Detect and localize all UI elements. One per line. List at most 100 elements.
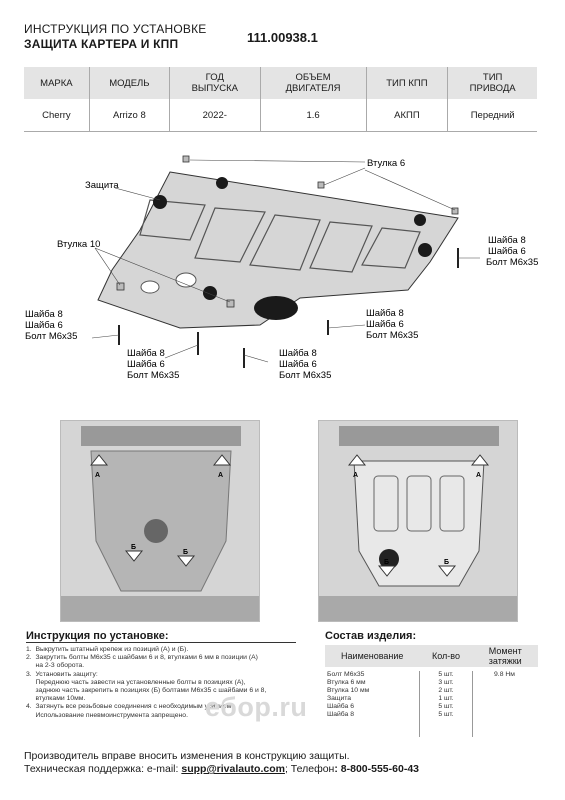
document-title: ИНСТРУКЦИЯ ПО УСТАНОВКЕ ЗАЩИТА КАРТЕРА И… (24, 22, 206, 52)
phone-label: ; Телефон (284, 763, 335, 775)
marker-a: А (218, 472, 223, 479)
title-line-1: ИНСТРУКЦИЯ ПО УСТАНОВКЕ (24, 22, 207, 36)
cell-drive: Передний (447, 99, 537, 132)
parts-table: Наименование Кол-во Момент затяжки Болт … (325, 645, 538, 737)
marker-arrow-icon (437, 565, 457, 577)
support-email-link[interactable]: supp@rivalauto.com (181, 763, 285, 775)
instructions-divider (26, 642, 296, 643)
instruction-line: на 2-3 оборота. (26, 662, 85, 670)
parts-row: Втулка 6 мм 3 шт. (325, 679, 538, 687)
marker-b: Б (444, 559, 449, 566)
cell-gearbox: АКПП (365, 99, 448, 132)
cell-model: Arrizo 8 (88, 99, 170, 132)
label-bushing10: Втулка 10 (57, 239, 100, 250)
bushing-icon (116, 282, 125, 291)
parts-row: Втулка 10 мм 2 шт. (325, 687, 538, 695)
photo-drain-hatch (379, 549, 399, 569)
instruction-line: втулками 10мм. (26, 695, 86, 703)
bushing-icon (317, 181, 325, 189)
label-bushing6: Втулка 6 (367, 158, 405, 169)
label-bolt: Болт М6х35 (279, 370, 331, 381)
marker-arrow-icon (176, 555, 196, 567)
cell-year: 2022- (168, 99, 261, 132)
marker-a: А (95, 472, 100, 479)
instruction-line: Переднюю часть завести на установленные … (26, 678, 246, 686)
parts-header-name: Наименование (325, 645, 420, 667)
instruction-line: 2. Закрутить болты М6х35 с шайбами 6 и 8… (26, 654, 258, 662)
shield-hole (418, 243, 432, 257)
drain-hatch (254, 296, 298, 320)
photo-subframe (319, 596, 517, 621)
parts-header-qty: Кол-во (419, 645, 473, 667)
shield-ribs (139, 199, 421, 273)
marker-arrow-icon (89, 454, 109, 466)
photo-before-installation: А А Б Б (60, 420, 260, 622)
support-phone: : 8-800-555-60-43 (334, 763, 419, 775)
instruction-line: 1. Выкрутить штатный крепеж из позиций (… (26, 646, 189, 653)
label-washer8: Шайба 8 (25, 309, 63, 320)
watermark-logo: ебор.ru (205, 692, 308, 722)
label-shield: Защита (85, 180, 119, 191)
footer: Производитель вправе вносить изменения в… (24, 750, 419, 776)
col-header-gearbox: ТИП КПП (365, 67, 448, 99)
marker-arrow-icon (212, 454, 232, 466)
label-bolt: Болт М6х35 (486, 257, 538, 268)
col-header-make: МАРКА (24, 67, 90, 99)
photo-structure (81, 426, 241, 446)
label-washer8: Шайба 8 (279, 348, 317, 359)
instruction-line: 3. Установить защиту: (26, 670, 98, 678)
parts-header-torque: Момент затяжки (472, 645, 538, 667)
photo-after-installation: А А Б Б (318, 420, 518, 622)
photo-subframe (61, 596, 259, 621)
parts-row: Шайба 6 5 шт. (325, 703, 538, 711)
marker-arrow-icon (124, 550, 144, 562)
instructions-title: Инструкция по установке: (26, 630, 169, 642)
instruction-line: 4. Затянуть все резьбовые соединения с н… (26, 703, 234, 711)
photo-shield-rib (406, 475, 432, 532)
label-washer6: Шайба 6 (127, 359, 165, 370)
shield-hole (153, 195, 167, 209)
shield-hole (216, 177, 228, 189)
shield-opening (140, 280, 160, 294)
support-label: Техническая поддержка: e-mail: (24, 763, 182, 775)
instruction-line: Использование пневмоинструмента запрещен… (26, 711, 188, 719)
bushing-icon (451, 207, 459, 215)
marker-b: Б (131, 544, 136, 551)
shield-exploded-diagram: Втулка 6 Защита Втулка 10 Шайба 8 Шайба … (25, 155, 538, 381)
label-washer8: Шайба 8 (366, 308, 404, 319)
parts-row: Защита 1 шт. (325, 695, 538, 703)
title-line-2: ЗАЩИТА КАРТЕРА И КПП (24, 37, 179, 51)
label-bolt: Болт М6х35 (127, 370, 179, 381)
label-washer8: Шайба 8 (488, 235, 526, 246)
shield-hole (203, 286, 217, 300)
instruction-line: заднюю часть закрепить в позициях (Б) бо… (26, 687, 267, 695)
marker-arrow-icon (470, 454, 490, 466)
marker-a: А (353, 472, 358, 479)
label-bolt: Болт М6х35 (25, 331, 77, 342)
marker-arrow-icon (347, 454, 367, 466)
parts-row: Болт М6х35 5 шт. 9.8 Нм (327, 671, 515, 679)
cell-engine: 1.6 (259, 99, 367, 132)
marker-a: А (476, 472, 481, 479)
shield-hole (414, 214, 426, 226)
leader-lines (91, 159, 480, 363)
part-number: 111.00938.1 (247, 30, 318, 45)
cell-make: Cherry (24, 99, 90, 132)
marker-arrow-icon (377, 565, 397, 577)
label-bolt: Болт М6х35 (366, 330, 418, 341)
photo-shield-rib (373, 475, 399, 532)
instructions-list: 1. Выкрутить штатный крепеж из позиций (… (26, 646, 296, 720)
label-washer6: Шайба 6 (488, 246, 526, 257)
footer-support: Техническая поддержка: e-mail: supp@riva… (24, 763, 419, 776)
label-washer6: Шайба 6 (25, 320, 63, 331)
shield-opening (175, 272, 197, 288)
parts-title: Состав изделия: (325, 630, 417, 642)
label-washer6: Шайба 6 (279, 359, 317, 370)
bushing-icon (182, 155, 190, 163)
label-washer8: Шайба 8 (127, 348, 165, 359)
marker-b: Б (183, 549, 188, 556)
photo-shield-rib (439, 475, 465, 532)
